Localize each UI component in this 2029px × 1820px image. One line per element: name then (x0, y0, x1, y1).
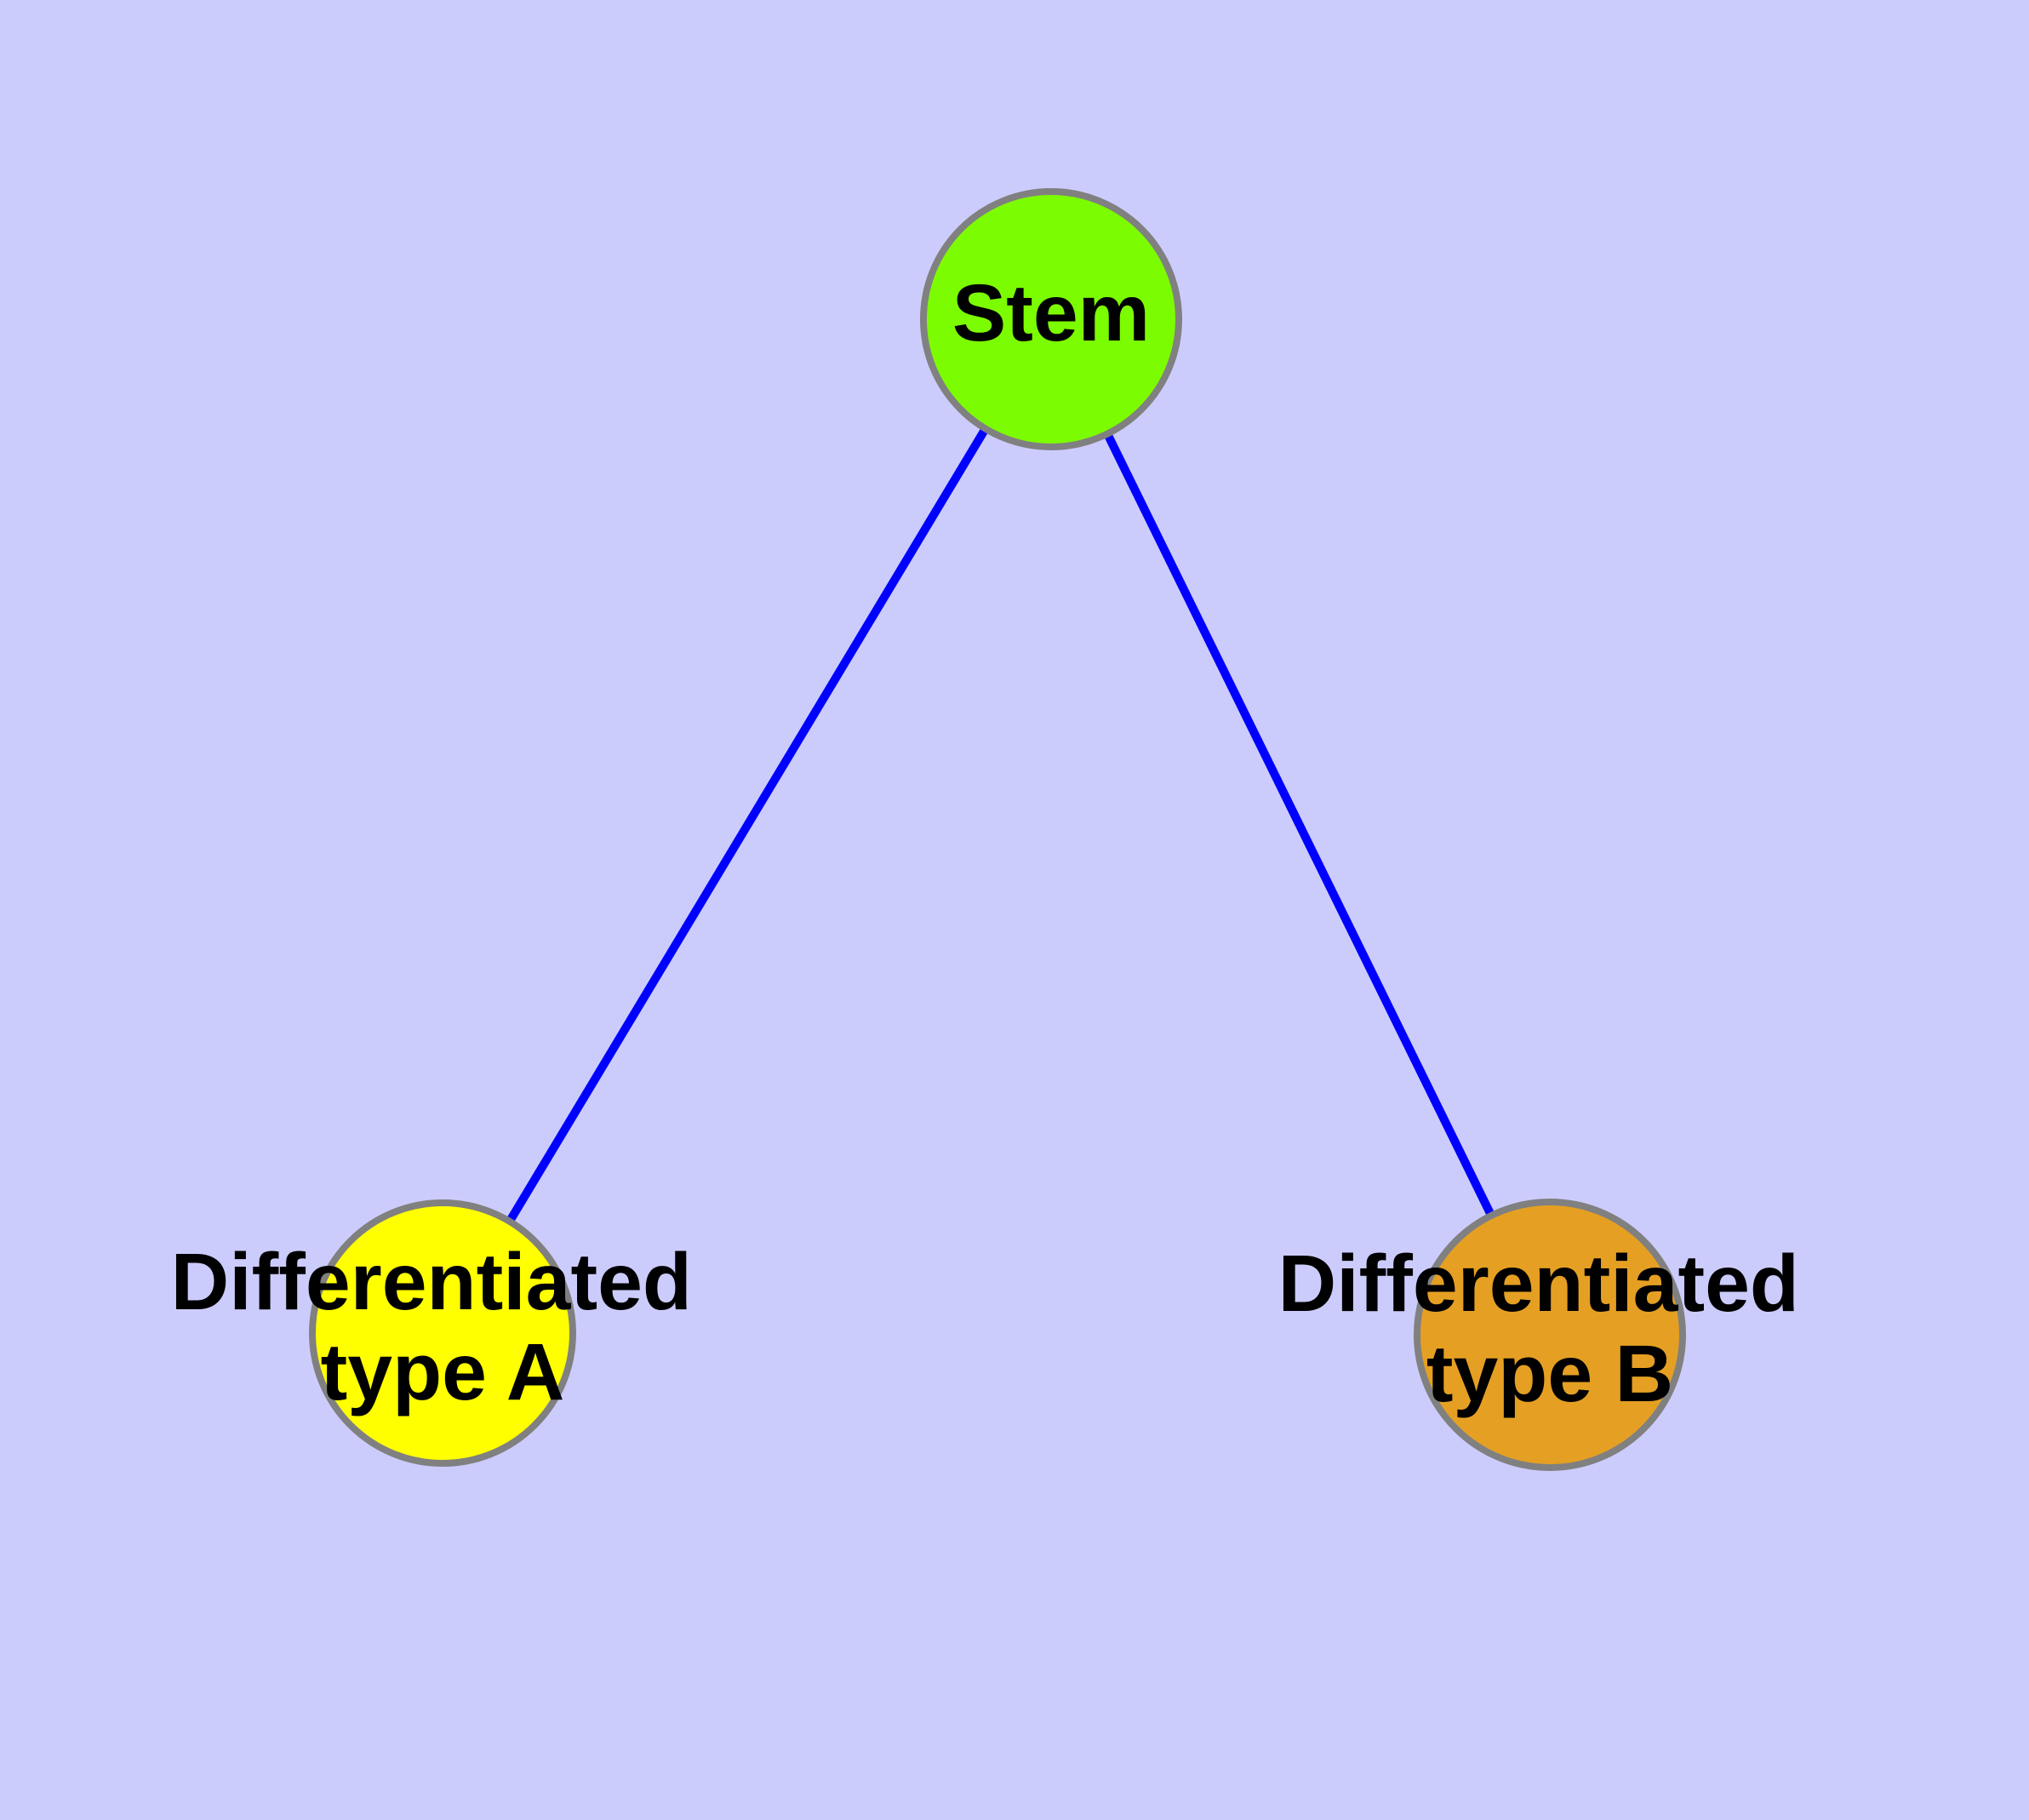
node-differentiated-type-a-label: Differentiated type A (171, 1237, 715, 1417)
edge-stem-to-differentiated-type-b[interactable] (1100, 427, 1498, 1222)
node-differentiated-type-b[interactable]: Differentiated type B (1278, 1199, 1822, 1471)
node-stem[interactable]: Stem (920, 188, 1182, 450)
node-layer: Stem Differentiated type A Differentiate… (171, 188, 1822, 1471)
edge-layer (503, 421, 1498, 1228)
node-differentiated-type-b-circle[interactable] (1414, 1199, 1686, 1471)
node-differentiated-type-b-label: Differentiated type B (1278, 1239, 1822, 1419)
node-stem-circle[interactable] (920, 188, 1182, 450)
edge-stem-to-differentiated-type-a[interactable] (503, 421, 992, 1228)
node-differentiated-type-a-circle[interactable] (309, 1199, 576, 1467)
node-stem-label: Stem (952, 268, 1150, 358)
node-differentiated-type-a[interactable]: Differentiated type A (171, 1199, 715, 1467)
